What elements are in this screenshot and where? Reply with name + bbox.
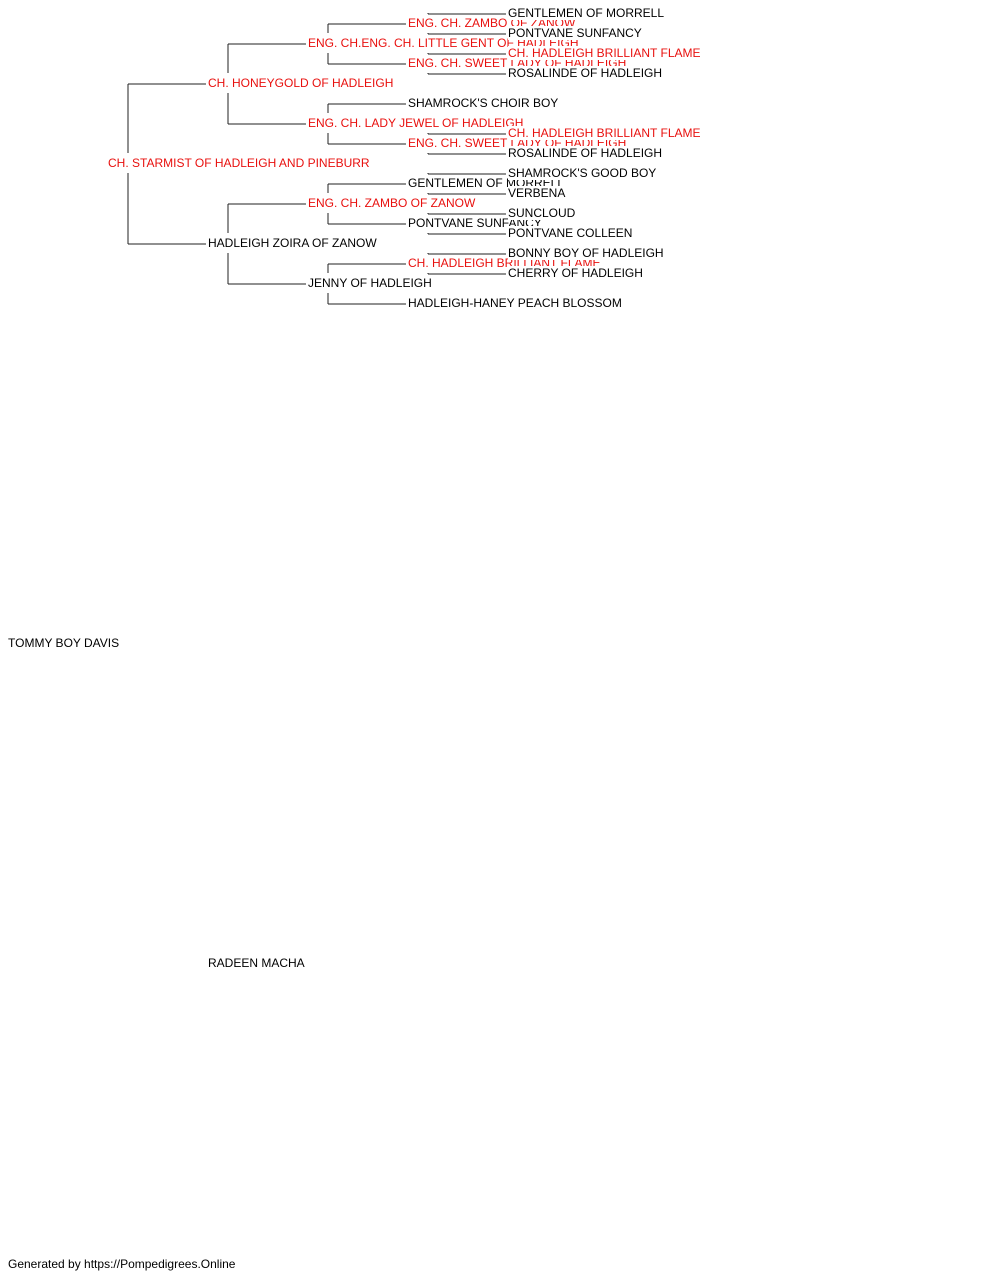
- pedigree-node-sire-gen5: GENTLEMEN OF MORRELL: [508, 6, 667, 20]
- pedigree-node-dam-gen5: CHERRY OF HADLEIGH: [508, 266, 645, 280]
- pedigree-subject: TOMMY BOY DAVIS: [8, 636, 122, 650]
- pedigree-node-dam-gen5: PONTVANE COLLEEN: [508, 226, 635, 240]
- footer-credit: Generated by https://Pompedigrees.Online: [8, 1257, 236, 1271]
- pedigree-node-dam-gen4: HADLEIGH-HANEY PEACH BLOSSOM: [408, 296, 624, 310]
- pedigree-node-dam-gen5: ROSALINDE OF HADLEIGH: [508, 146, 665, 160]
- pedigree-node-sire-gen2: CH. HONEYGOLD OF HADLEIGH: [208, 76, 396, 90]
- pedigree-node-dam-gen3: JENNY OF HADLEIGH: [308, 276, 434, 290]
- pedigree-node-sire-gen5: CH. HADLEIGH BRILLIANT FLAME: [508, 126, 703, 140]
- pedigree-node-dam-gen3: ENG. CH. LADY JEWEL OF HADLEIGH: [308, 116, 526, 130]
- pedigree-node-sire-gen5: CH. HADLEIGH BRILLIANT FLAME: [508, 46, 703, 60]
- pedigree-node-dam-gen5: VERBENA: [508, 186, 568, 200]
- pedigree-node-dam-gen1: RADEEN MACHA: [208, 956, 307, 970]
- pedigree-node-dam-gen5: ROSALINDE OF HADLEIGH: [508, 66, 665, 80]
- pedigree-node-sire-gen5: SHAMROCK'S GOOD BOY: [508, 166, 659, 180]
- pedigree-node-sire-gen5: BONNY BOY OF HADLEIGH: [508, 246, 666, 260]
- pedigree-node-sire-gen5: SUNCLOUD: [508, 206, 578, 220]
- pedigree-node-sire-gen1: CH. STARMIST OF HADLEIGH AND PINEBURR: [108, 156, 372, 170]
- pedigree-node-dam-gen2: HADLEIGH ZOIRA OF ZANOW: [208, 236, 379, 250]
- pedigree-node-sire-gen4: SHAMROCK'S CHOIR BOY: [408, 96, 561, 110]
- pedigree-node-dam-gen5: PONTVANE SUNFANCY: [508, 26, 644, 40]
- pedigree-node-sire-gen3: ENG. CH. ZAMBO OF ZANOW: [308, 196, 478, 210]
